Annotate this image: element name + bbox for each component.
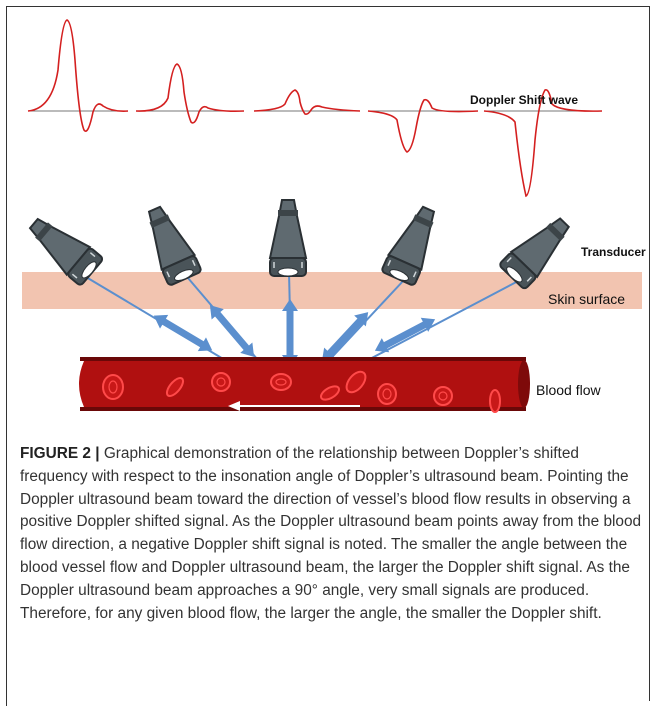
- wave-1: [28, 20, 128, 131]
- transducer-icon: [270, 200, 306, 276]
- doppler-diagram: [0, 0, 655, 425]
- blood-flow-label: Blood flow: [536, 382, 601, 398]
- blood-vessel: [79, 359, 530, 412]
- wave-4: [368, 100, 478, 152]
- skin-surface-label: Skin surface: [548, 291, 625, 307]
- beam-arrow-1: [150, 309, 217, 358]
- figure-frame-edge: [6, 696, 7, 706]
- beam-arrow-5: [371, 312, 439, 358]
- beam-arrow-3: [282, 299, 298, 367]
- caption-text: Graphical demonstration of the relations…: [20, 445, 641, 622]
- transducer-label: Transducer: [581, 245, 646, 259]
- wave-2: [136, 64, 244, 123]
- doppler-shift-waves: [28, 20, 602, 196]
- doppler-shift-wave-label: Doppler Shift wave: [470, 93, 578, 107]
- vessel-open-end: [518, 360, 530, 408]
- vessel-body: [79, 361, 527, 407]
- figure-caption: FIGURE 2 | Graphical demonstration of th…: [20, 443, 642, 625]
- figure-label: FIGURE 2 |: [20, 445, 100, 462]
